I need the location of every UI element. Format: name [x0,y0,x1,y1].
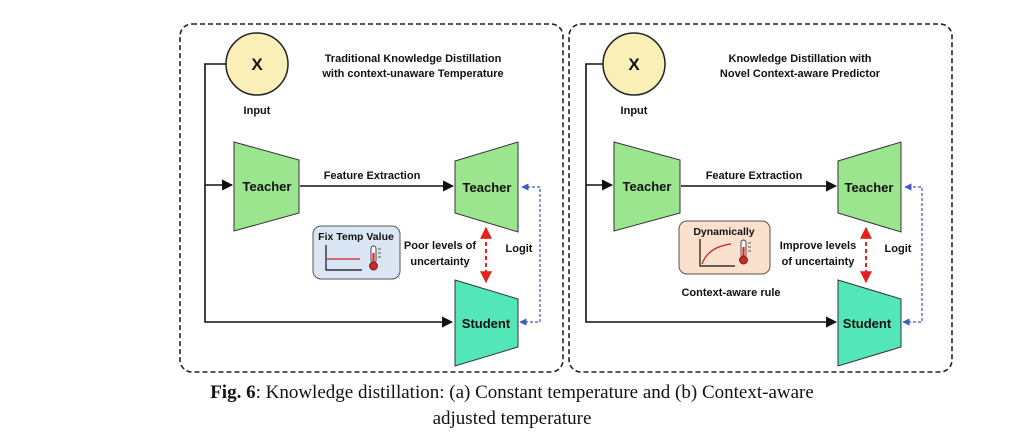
panel-b: X Input Knowledge Distillation with Nove… [568,23,953,373]
fix-temp-box: Fix Temp Value [312,225,401,280]
teacher-right-label: Teacher [463,180,512,195]
student-label: Student [462,316,511,331]
input-symbol: X [628,55,640,74]
fix-temp-label: Fix Temp Value [318,231,394,243]
input-connector-line [585,63,838,328]
teacher-left-label: Teacher [623,179,672,194]
input-symbol: X [251,55,263,74]
student-shape [454,279,519,367]
teacher-left-label: Teacher [243,179,292,194]
uncertainty-line1: Poor levels of [404,240,476,252]
caption-line2: adjusted temperature [432,408,592,429]
panel-title-line1: Traditional Knowledge Distillation [325,53,502,65]
axes-icon [325,245,362,271]
logit-arrow [519,183,541,326]
student-shape [837,279,902,367]
panel-b-border [568,23,953,373]
figure-caption: Fig. 6: Knowledge distillation: (a) Cons… [0,380,1024,432]
logit-arrow [902,183,923,326]
uncertainty-line2: of uncertainty [782,256,856,268]
feature-extraction-label: Feature Extraction [706,170,803,182]
teacher-right-label: Teacher [845,180,894,195]
input-label: Input [621,105,648,117]
figure-number: Fig. 6 [210,382,256,403]
input-label: Input [244,105,271,117]
caption-text-line1: : Knowledge distillation: (a) Constant t… [255,382,814,403]
teacher-left-shape [613,141,681,232]
caption-line1: Fig. 6: Knowledge distillation: (a) Cons… [0,380,1024,406]
panel-title-line2: Novel Context-aware Predictor [720,68,881,80]
panel-title-line2: with context-unaware Temperature [321,68,503,80]
context-aware-rule-label: Context-aware rule [681,287,780,299]
thermometer-icon [739,239,751,265]
student-label: Student [843,316,892,331]
thermometer-icon [369,245,381,271]
teacher-right-shape [837,141,902,233]
panel-a-border [179,23,564,373]
uncertainty-line2: uncertainty [410,256,470,268]
feature-extraction-label: Feature Extraction [324,170,421,182]
uncertainty-line1: Improve levels [780,240,856,252]
teacher-left-shape [233,141,300,232]
logit-label: Logit [885,243,912,255]
panel-a: X Input Traditional Knowledge Distillati… [179,23,564,373]
input-connector-line [204,63,454,328]
teacher-right-shape [454,141,519,233]
dynamic-temp-label: Dynamically [693,226,754,238]
logit-label: Logit [506,243,533,255]
knowledge-distillation-diagram: X Input Traditional Knowledge Distillati… [179,23,953,373]
dynamic-curve-icon [701,243,732,265]
dynamic-temp-box: Dynamically [678,220,771,275]
panel-title-line1: Knowledge Distillation with [729,53,872,65]
axes-icon [699,239,735,267]
